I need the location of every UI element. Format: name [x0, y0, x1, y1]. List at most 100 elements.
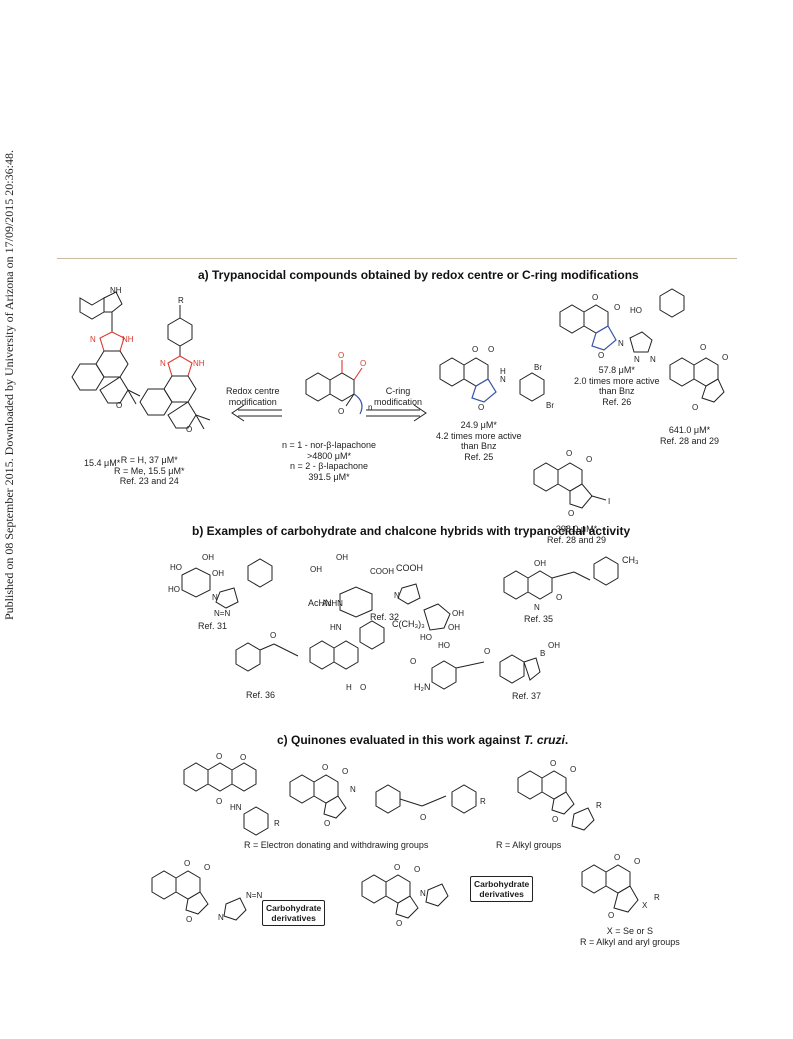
- compound-a2-structure: R N NH O: [139, 296, 211, 434]
- compound-a7-label: 398.0 μM*Ref. 28 and 29: [547, 524, 607, 545]
- section-c-title: c) Quinones evaluated in this work again…: [277, 733, 569, 747]
- svg-text:H: H: [500, 367, 506, 376]
- svg-text:R: R: [480, 797, 486, 806]
- svg-text:O: O: [184, 859, 190, 868]
- svg-text:I: I: [608, 497, 610, 506]
- svg-text:HN: HN: [330, 623, 342, 632]
- svg-text:R: R: [274, 819, 280, 828]
- svg-text:O: O: [552, 815, 558, 824]
- svg-text:NH: NH: [122, 335, 134, 344]
- svg-text:N: N: [650, 355, 656, 364]
- header-rule: [57, 258, 737, 259]
- compound-b2-structure: OH OH COOH AcHN N OH OH HO HO: [310, 553, 464, 650]
- compound-b4-structure: O HN H O: [235, 620, 385, 692]
- svg-text:AcHN: AcHN: [322, 599, 343, 608]
- svg-text:HO: HO: [168, 585, 180, 594]
- svg-text:Br: Br: [546, 401, 554, 410]
- ref-32-label: Ref. 32: [370, 612, 400, 622]
- cooh-group-label: COOH: [396, 563, 423, 573]
- svg-text:N: N: [212, 593, 218, 602]
- svg-text:X: X: [642, 901, 648, 910]
- redox-arrow: [231, 404, 282, 422]
- h2n-group-label: H₂N: [414, 682, 431, 692]
- svg-text:N: N: [160, 359, 166, 368]
- svg-text:O: O: [420, 813, 426, 822]
- svg-text:N: N: [420, 889, 426, 898]
- compound-b5-structure: O O B OH: [410, 641, 560, 690]
- svg-text:OH: OH: [534, 559, 546, 568]
- svg-text:O: O: [634, 857, 640, 866]
- svg-text:N=N: N=N: [214, 609, 230, 618]
- svg-text:N: N: [500, 375, 506, 384]
- svg-text:O: O: [414, 865, 420, 874]
- svg-text:O: O: [360, 683, 366, 692]
- svg-text:COOH: COOH: [370, 567, 394, 576]
- compound-c4-structure: O O O N N=N: [151, 859, 262, 924]
- svg-text:NH: NH: [110, 286, 122, 295]
- section-a-title: a) Trypanocidal compounds obtained by re…: [198, 268, 639, 282]
- compound-a6-label: 641.0 μM*Ref. 28 and 29: [660, 425, 720, 446]
- svg-text:O: O: [550, 759, 556, 768]
- ref-35-label: Ref. 35: [524, 614, 554, 624]
- r-substituent-label-2: R = Alkyl groups: [496, 840, 562, 850]
- compound-c6-structure: O O O X R: [581, 853, 660, 920]
- svg-text:O: O: [598, 351, 604, 360]
- svg-text:O: O: [410, 657, 416, 666]
- svg-text:O: O: [614, 853, 620, 862]
- svg-text:O: O: [692, 403, 698, 412]
- cring-arrow: [366, 404, 427, 422]
- r-substituent-label-1: R = Electron donating and withdrawing gr…: [244, 840, 429, 850]
- svg-text:R: R: [654, 893, 660, 902]
- svg-text:HO: HO: [420, 633, 432, 642]
- compound-a1-label: 15.4 μM*: [84, 458, 121, 468]
- svg-text:O: O: [186, 915, 192, 924]
- svg-text:OH: OH: [202, 553, 214, 562]
- svg-text:N: N: [394, 591, 400, 600]
- ref-36-label: Ref. 36: [246, 690, 276, 700]
- ref-31-label: Ref. 31: [198, 621, 228, 631]
- svg-text:O: O: [478, 403, 484, 412]
- svg-text:O: O: [472, 345, 478, 354]
- svg-text:n: n: [368, 403, 372, 412]
- compound-a7-structure: O O O I: [533, 449, 610, 518]
- tbutyl-group-label: C(CH₃)₃: [392, 619, 425, 629]
- svg-text:H: H: [346, 683, 352, 692]
- compound-b1-structure: HO OH OH HO N N=N: [168, 553, 273, 618]
- compound-a2-label: R = H, 37 μM*R = Me, 15.5 μM*Ref. 23 and…: [114, 455, 185, 486]
- svg-text:OH: OH: [212, 569, 224, 578]
- svg-text:Br: Br: [534, 363, 542, 372]
- svg-text:O: O: [592, 293, 598, 302]
- svg-text:O: O: [608, 911, 614, 920]
- svg-text:O: O: [488, 345, 494, 354]
- svg-text:O: O: [270, 631, 276, 640]
- compound-a5-structure: O O O N N N HO: [559, 288, 685, 364]
- svg-text:O: O: [360, 359, 366, 368]
- svg-text:O: O: [556, 593, 562, 602]
- svg-text:N: N: [534, 603, 540, 612]
- svg-text:O: O: [614, 303, 620, 312]
- compound-a1-structure: NH N NH O: [71, 286, 141, 410]
- compound-c2-structure: O O O N O R: [289, 763, 486, 828]
- svg-text:O: O: [342, 767, 348, 776]
- svg-text:O: O: [116, 401, 122, 410]
- svg-text:O: O: [394, 863, 400, 872]
- compound-a4-structure: O O O H N Br Br: [439, 345, 554, 412]
- svg-text:R: R: [596, 801, 602, 810]
- svg-text:R: R: [178, 296, 184, 305]
- achn-group-label: AcHN: [308, 598, 332, 608]
- svg-text:N=N: N=N: [246, 891, 262, 900]
- svg-text:O: O: [722, 353, 728, 362]
- svg-text:OH: OH: [452, 609, 464, 618]
- svg-text:O: O: [484, 647, 490, 656]
- compound-b3-structure: OH O N: [503, 556, 619, 612]
- section-b-title: b) Examples of carbohydrate and chalcone…: [192, 524, 631, 538]
- svg-text:NH: NH: [193, 359, 205, 368]
- svg-text:HO: HO: [438, 641, 450, 650]
- svg-text:HN: HN: [230, 803, 242, 812]
- svg-text:OH: OH: [336, 553, 348, 562]
- svg-text:O: O: [324, 819, 330, 828]
